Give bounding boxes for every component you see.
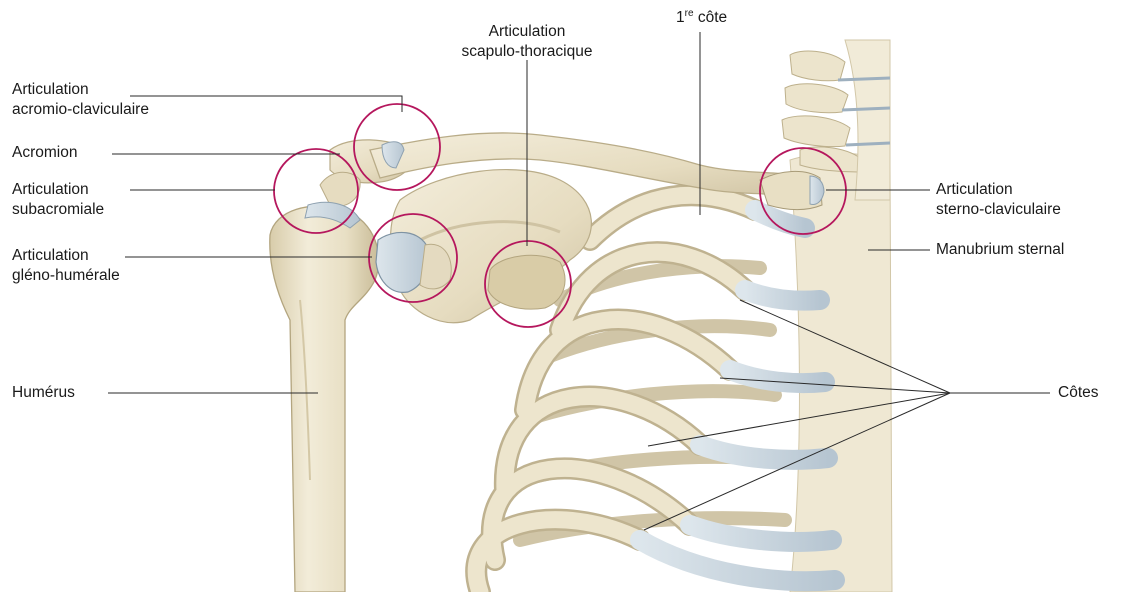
leader-acromio-claviculaire	[130, 96, 402, 112]
label-articulation-gleno-humerale: Articulation gléno-humérale	[12, 246, 120, 286]
label-premiere-cote-superscript: re	[685, 8, 694, 19]
label-acromion: Acromion	[12, 143, 77, 163]
label-cotes: Côtes	[1058, 383, 1099, 403]
humerus	[270, 202, 379, 592]
label-premiere-cote: 1re côte	[676, 8, 727, 28]
label-articulation-sterno-claviculaire: Articulation sterno-claviculaire	[936, 180, 1061, 220]
label-articulation-scapulo-thoracique: Articulation scapulo-thoracique	[447, 22, 607, 62]
label-articulation-acromio-claviculaire: Articulation acromio-claviculaire	[12, 80, 149, 120]
label-manubrium-sternal: Manubrium sternal	[936, 240, 1064, 260]
scapulo-thoracic-surface	[488, 255, 565, 309]
label-articulation-subacromiale: Articulation subacromiale	[12, 180, 104, 220]
label-humerus: Humérus	[12, 383, 75, 403]
